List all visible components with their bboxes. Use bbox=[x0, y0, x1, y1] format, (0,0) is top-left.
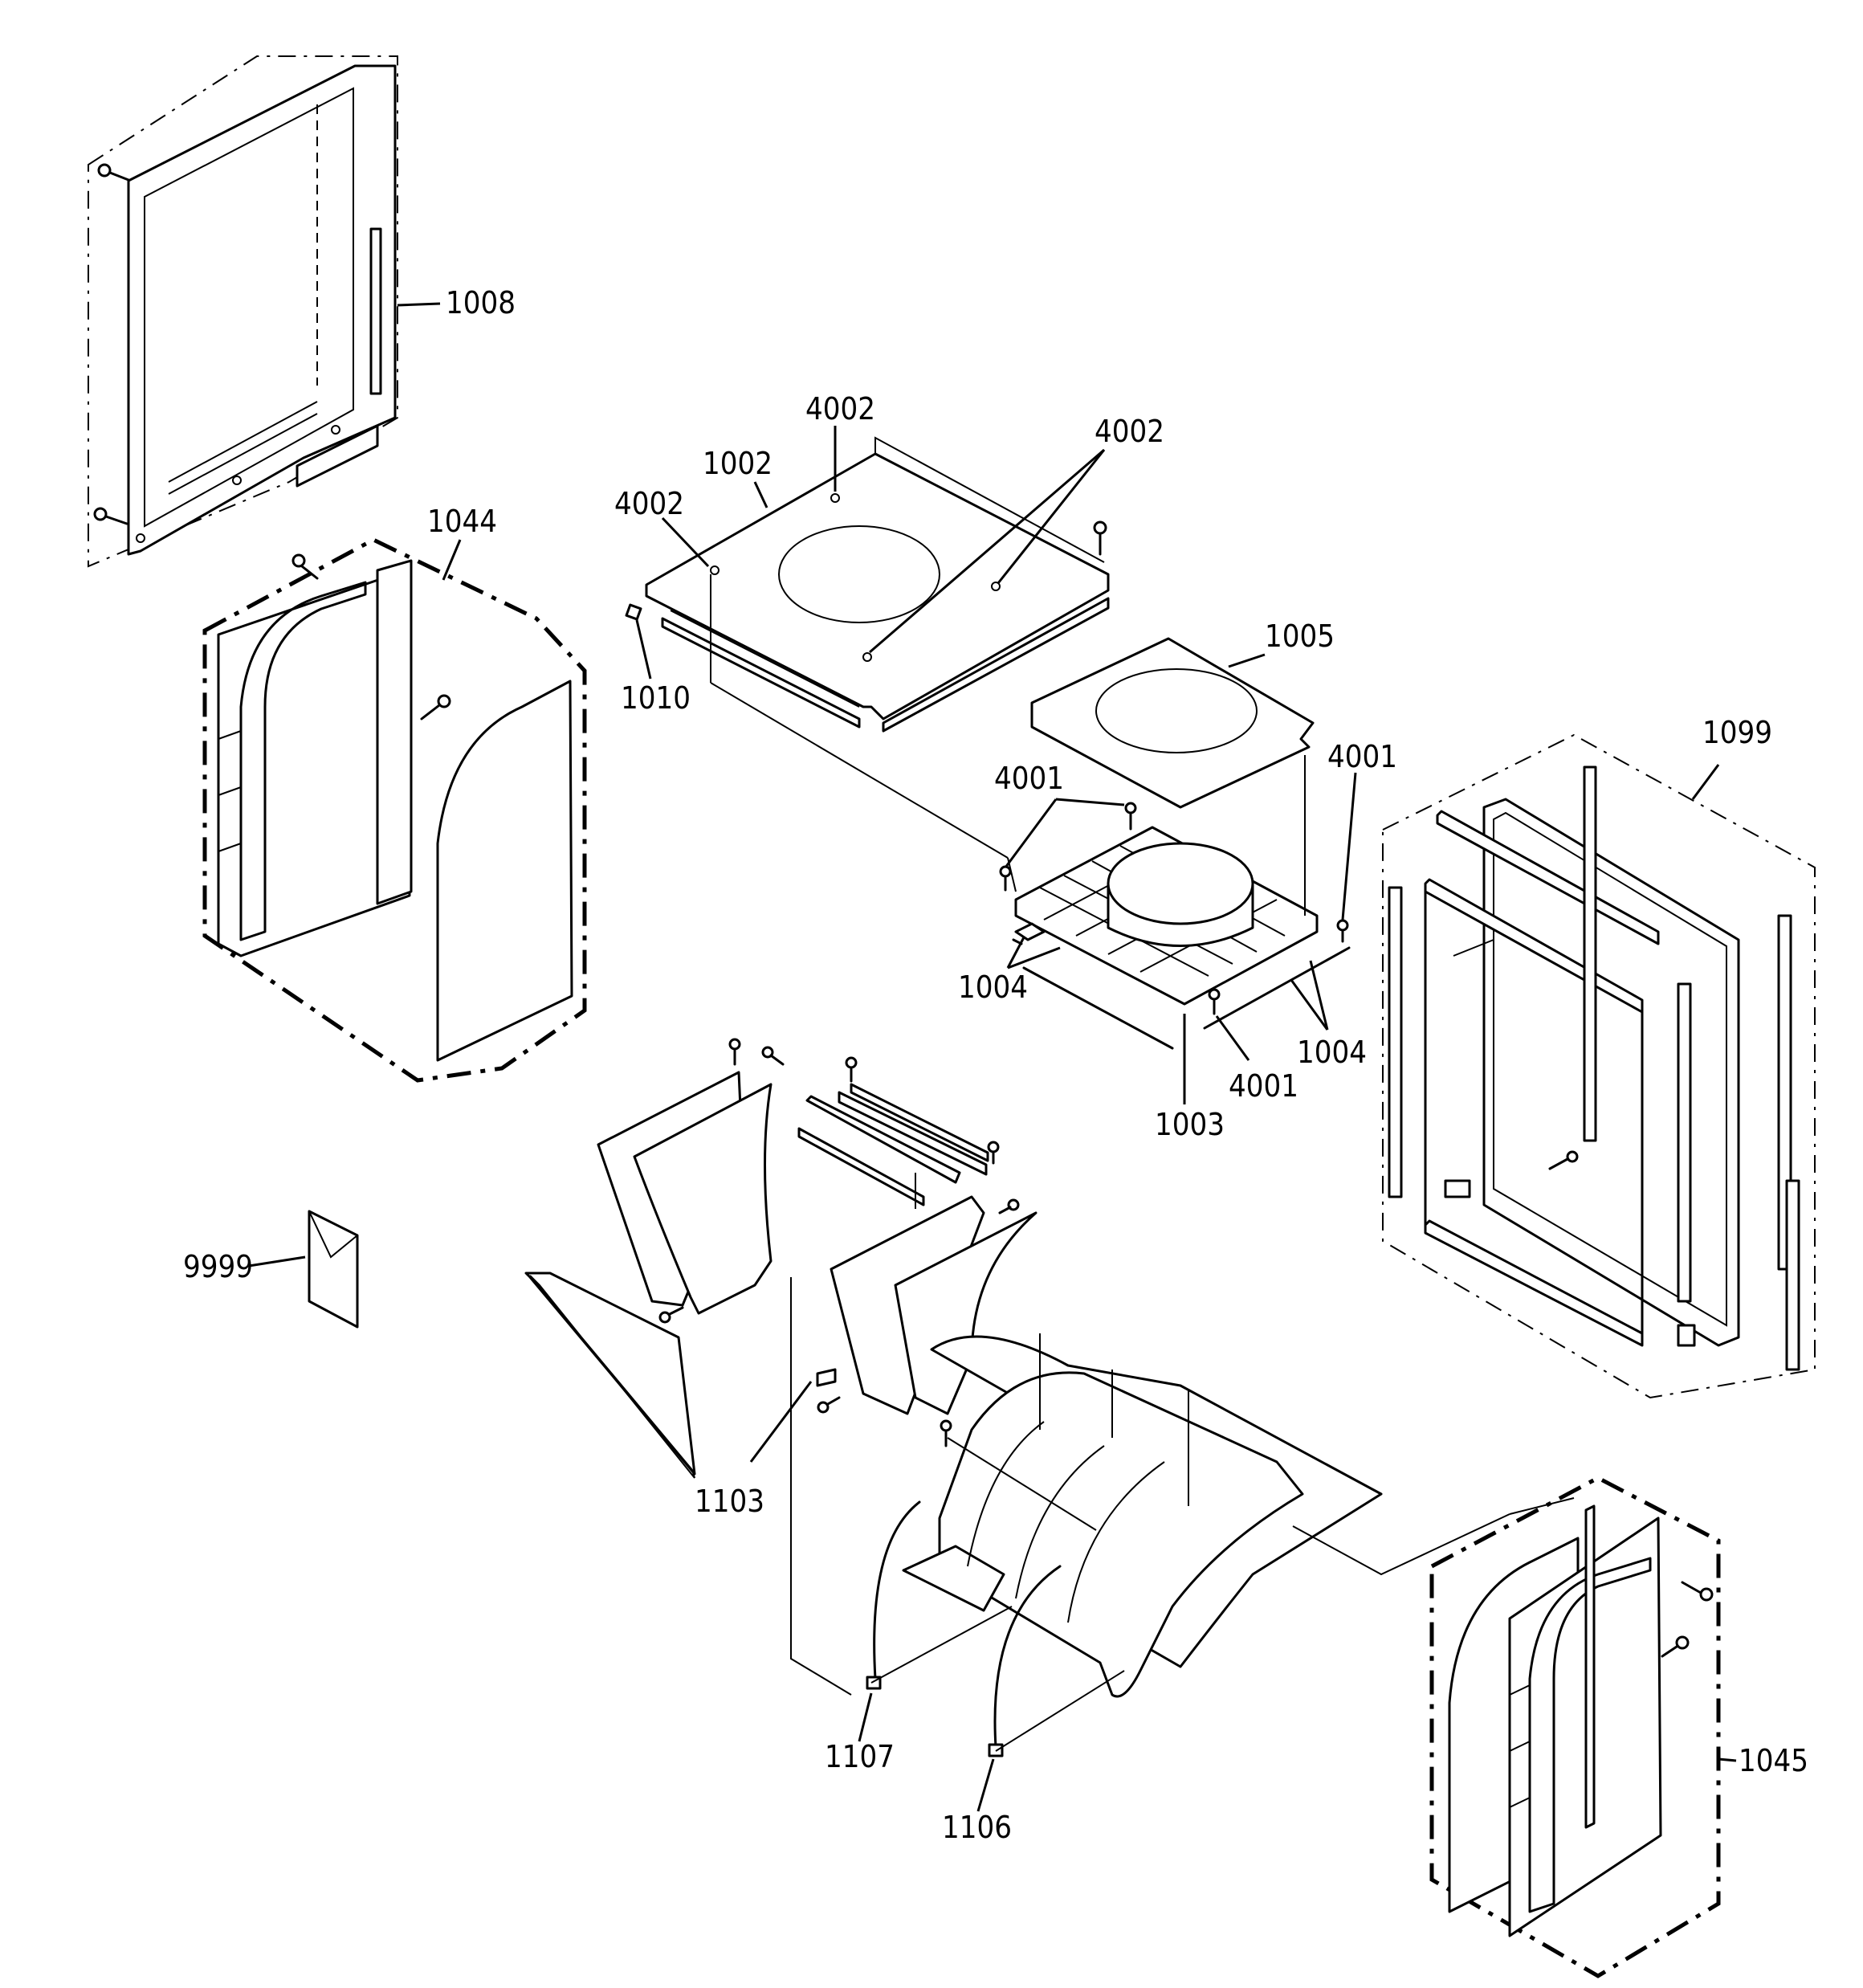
screw-icon bbox=[1548, 1150, 1579, 1170]
screw-icon bbox=[658, 1306, 684, 1324]
part-number-4001-a: 4001 bbox=[994, 761, 1064, 796]
screw-icon bbox=[1681, 1581, 1714, 1602]
part-number-1045: 1045 bbox=[1739, 1743, 1808, 1778]
screw-icon bbox=[1661, 1635, 1690, 1658]
screw-icon bbox=[291, 553, 319, 580]
screw-icon bbox=[987, 1141, 1000, 1165]
label-4002-top: 4002 bbox=[805, 391, 875, 492]
part-number-1106: 1106 bbox=[942, 1810, 1012, 1845]
part-number-1004-b: 1004 bbox=[1297, 1035, 1367, 1070]
screw-icon bbox=[420, 694, 451, 720]
part-number-9999: 9999 bbox=[183, 1249, 253, 1284]
part-number-4002-right: 4002 bbox=[1095, 414, 1164, 449]
screw-icon bbox=[998, 1198, 1020, 1214]
label-1003: 1003 bbox=[1155, 1014, 1225, 1142]
screw-icon bbox=[761, 1046, 785, 1066]
label-4001-b: 4001 bbox=[1327, 739, 1397, 921]
part-number-1099: 1099 bbox=[1702, 715, 1772, 750]
label-4002-left: 4002 bbox=[614, 486, 710, 568]
part-number-1103: 1103 bbox=[695, 1484, 764, 1519]
label-1099: 1099 bbox=[1691, 715, 1772, 800]
screw-icon bbox=[728, 1038, 741, 1066]
part-1008-panel bbox=[88, 55, 398, 568]
label-1045: 1045 bbox=[1718, 1743, 1808, 1778]
part-number-1005: 1005 bbox=[1265, 618, 1335, 654]
label-1004-a: 1004 bbox=[958, 937, 1061, 1005]
screw-icon bbox=[940, 1419, 952, 1447]
label-1004-b: 1004 bbox=[1290, 960, 1367, 1070]
screw-icon bbox=[1208, 988, 1221, 1015]
part-1045-housing bbox=[1429, 1476, 1721, 1978]
part-1044-housing bbox=[202, 537, 587, 1083]
part-1099-frame bbox=[1382, 733, 1816, 1399]
part-number-1003: 1003 bbox=[1155, 1107, 1225, 1142]
label-1107: 1107 bbox=[825, 1692, 895, 1774]
label-1010: 1010 bbox=[621, 619, 691, 716]
part-number-1010: 1010 bbox=[621, 680, 691, 716]
part-lower-blower-assembly bbox=[524, 1038, 1575, 1757]
screw-icon bbox=[1093, 520, 1107, 556]
label-1008: 1008 bbox=[397, 285, 516, 320]
screw-icon bbox=[999, 865, 1012, 892]
part-number-1002: 1002 bbox=[703, 446, 773, 481]
part-number-4001-c: 4001 bbox=[1229, 1068, 1298, 1104]
part-number-4001-b: 4001 bbox=[1327, 739, 1397, 774]
part-number-1008: 1008 bbox=[446, 285, 516, 320]
screw-icon bbox=[1336, 919, 1349, 943]
part-number-4002-left: 4002 bbox=[614, 486, 684, 521]
part-number-1004-a: 1004 bbox=[958, 970, 1028, 1005]
label-9999: 9999 bbox=[183, 1249, 306, 1284]
part-1004-seals bbox=[1012, 922, 1351, 1050]
label-1106: 1106 bbox=[942, 1758, 1012, 1845]
label-1005: 1005 bbox=[1228, 618, 1335, 668]
part-1003-grille bbox=[1007, 755, 1319, 1006]
screw-icon bbox=[817, 1396, 841, 1414]
label-1044: 1044 bbox=[427, 504, 497, 581]
part-number-1044: 1044 bbox=[427, 504, 497, 539]
screw-icon bbox=[93, 507, 128, 525]
label-1103: 1103 bbox=[695, 1381, 813, 1519]
screw-icon bbox=[1124, 802, 1137, 831]
part-1002-top-plate bbox=[645, 436, 1110, 859]
part-number-1107: 1107 bbox=[825, 1739, 895, 1774]
screw-icon bbox=[845, 1056, 858, 1083]
part-number-4002-top: 4002 bbox=[805, 391, 875, 427]
label-1002: 1002 bbox=[703, 446, 773, 508]
label-4001-c: 4001 bbox=[1215, 1015, 1298, 1104]
label-4001-a: 4001 bbox=[994, 761, 1125, 868]
part-1010-clip bbox=[625, 603, 642, 621]
screw-icon bbox=[97, 163, 130, 182]
label-4002-right: 4002 bbox=[869, 414, 1164, 654]
part-1005-gasket bbox=[1030, 637, 1315, 809]
part-9999-literature bbox=[308, 1210, 359, 1329]
